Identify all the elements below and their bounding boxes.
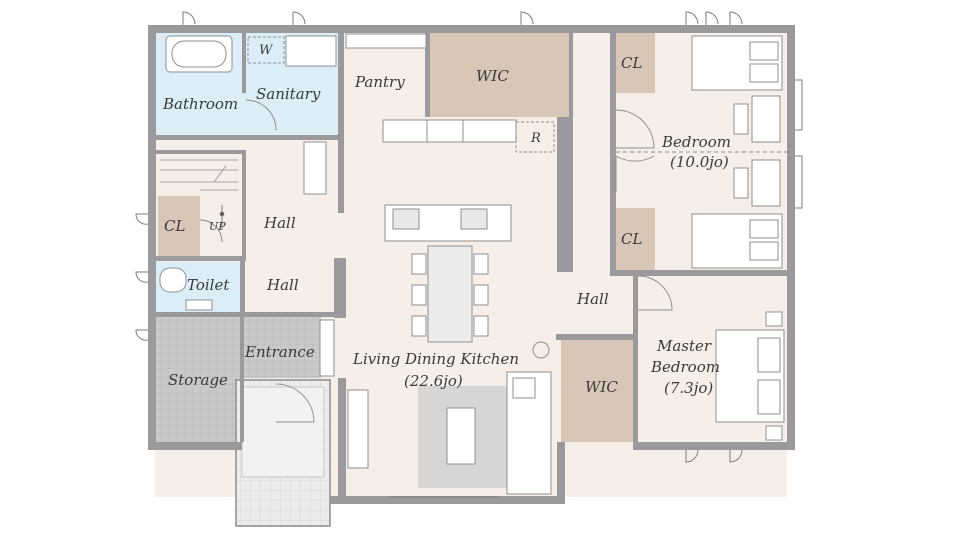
- label-hall-upper: Hall: [263, 214, 296, 232]
- label-master-size: (7.3jo): [664, 379, 713, 397]
- label-up: UP: [209, 220, 226, 233]
- label-sanitary: Sanitary: [256, 85, 321, 103]
- storage-floor: [156, 316, 241, 442]
- label-wic-bottom: WIC: [585, 378, 618, 396]
- label-ldk: Living Dining Kitchen: [352, 350, 519, 368]
- label-wic-top: WIC: [476, 67, 509, 85]
- cl-bed-bottom-floor: [615, 208, 655, 270]
- label-bedroom: Bedroom: [661, 133, 731, 151]
- label-fridge: R: [530, 131, 541, 146]
- label-master-1: Master: [656, 337, 712, 355]
- entrance-floor: [241, 316, 321, 378]
- desk-top: [751, 95, 781, 143]
- washer-box: [247, 36, 285, 64]
- label-pantry: Pantry: [354, 73, 405, 91]
- doors: [199, 99, 673, 423]
- cl-stair-floor: [158, 196, 200, 256]
- kitchen-counter: [382, 119, 517, 143]
- hall-shelf: [303, 141, 327, 195]
- vanity: [285, 35, 337, 67]
- label-hall-mid: Hall: [266, 276, 299, 294]
- label-master-2: Bedroom: [650, 358, 720, 376]
- fixtures: [159, 33, 785, 495]
- desk-bottom: [751, 159, 781, 207]
- label-cl-bed-bottom: CL: [621, 230, 642, 248]
- fridge-box: [515, 121, 555, 153]
- toilet-fixture: [159, 267, 187, 293]
- shoe-cabinet: [319, 319, 335, 377]
- dining-table: [427, 245, 473, 343]
- stove-icon: [392, 208, 420, 230]
- window-marks: [135, 11, 803, 498]
- labels: Bathroom Sanitary W Pantry WIC R CL Bedr…: [162, 43, 731, 397]
- pantry-shelf: [345, 33, 427, 49]
- label-hall-right: Hall: [576, 290, 609, 308]
- label-washer: W: [259, 43, 274, 58]
- cl-bed-top-floor: [615, 33, 655, 93]
- label-entrance: Entrance: [244, 343, 315, 361]
- staircase: [160, 159, 238, 230]
- wic-bottom-floor: [561, 338, 633, 442]
- wic-top-floor: [429, 33, 569, 117]
- label-bathroom: Bathroom: [162, 95, 238, 113]
- sink-icon: [460, 208, 488, 230]
- walls: [148, 25, 795, 504]
- tv-board: [347, 389, 369, 469]
- label-storage: Storage: [168, 371, 228, 389]
- coffee-table: [446, 407, 476, 465]
- label-ldk-size: (22.6jo): [404, 372, 463, 390]
- label-cl-bed-top: CL: [621, 54, 642, 72]
- label-cl-stair: CL: [164, 217, 185, 235]
- label-bedroom-size: (10.0jo): [670, 153, 729, 171]
- label-toilet: Toilet: [187, 276, 230, 294]
- plant-icon: [532, 341, 550, 359]
